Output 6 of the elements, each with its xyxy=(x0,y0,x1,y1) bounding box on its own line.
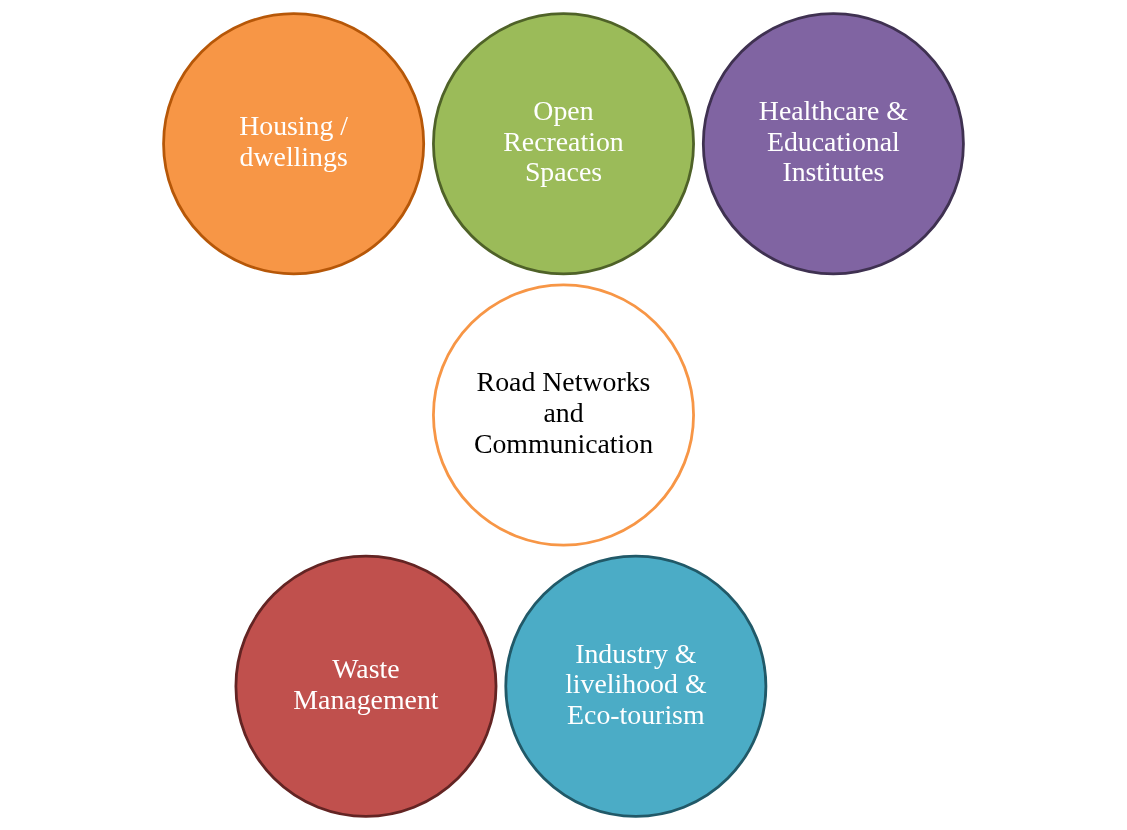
node-circle: Industry & livelihood & Eco-tourism xyxy=(504,554,768,818)
node-circle: Open Recreation Spaces xyxy=(432,12,695,276)
node-circle: Healthcare & Educational Institutes xyxy=(701,12,965,276)
node-circle: Waste Management xyxy=(234,554,498,818)
node-circle: Road Networks and Communication xyxy=(432,283,695,547)
node-circle: Housing / dwellings xyxy=(162,12,426,276)
